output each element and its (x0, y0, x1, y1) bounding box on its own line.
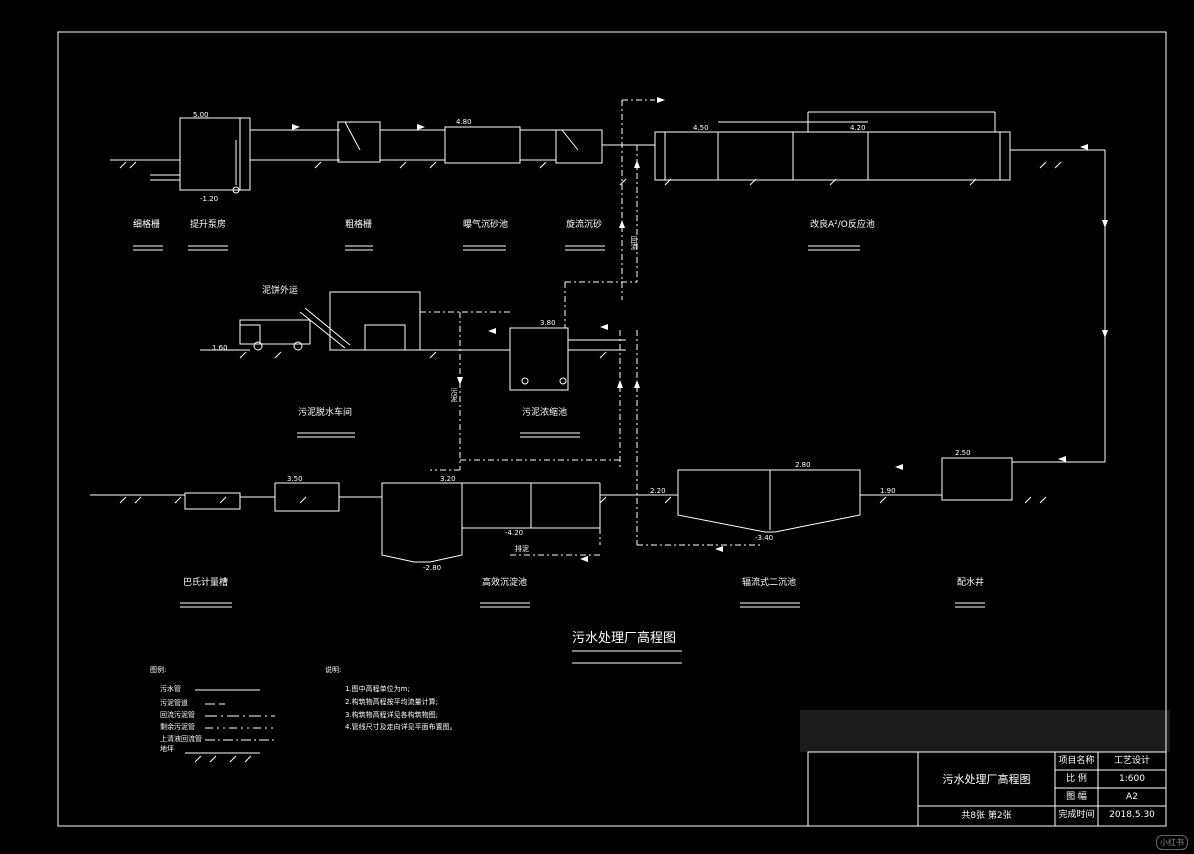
tb-value: 1:600 (1119, 774, 1145, 784)
label-sludge-truck: 泥饼外运 (262, 286, 299, 296)
tb-value: 工艺设计 (1113, 756, 1150, 766)
title-block-sheet: 共8张 第2张 (961, 811, 1012, 821)
elev-mark: -2.80 (423, 564, 442, 572)
label-hi-density: 高效沉淀池 (482, 578, 528, 588)
watermark: 小红书 (1156, 835, 1188, 850)
elev-mark: 4.80 (456, 118, 472, 126)
elev-mark: 1.60 (212, 344, 228, 352)
elev-mark: 3.50 (287, 475, 303, 483)
tb-value: 2018.5.30 (1109, 810, 1155, 820)
note-item: 2.构筑物高程按平均流量计算; (345, 698, 439, 706)
tb-label: 图 幅 (1066, 792, 1087, 802)
label-a2o: 改良A²/O反应池 (810, 220, 875, 230)
elev-mark: 4.20 (850, 124, 866, 132)
label-coarse-screen: 粗格栅 (345, 220, 373, 230)
title-block-shade (800, 710, 1170, 752)
title-block-frame (807, 751, 1167, 827)
elev-mark: 5.00 (193, 111, 209, 119)
note-item: 1.图中高程单位为m; (345, 685, 410, 693)
elev-mark: 2.50 (955, 449, 971, 457)
elev-mark: 2.80 (795, 461, 811, 469)
note-item: 3.构筑物高程详见各构筑物图; (345, 711, 439, 719)
label-return: 回流 (630, 236, 638, 250)
legend-item: 地坪 (160, 745, 174, 753)
legend-heading: 图例: (150, 666, 167, 674)
elev-mark: 3.80 (540, 319, 556, 327)
elev-mark: 3.20 (440, 475, 456, 483)
note-item: 4.管线尺寸及走向详见平面布置图。 (345, 723, 457, 731)
legend-item: 污泥管道 (160, 699, 188, 707)
label-bar-flume: 巴氏计量槽 (183, 578, 229, 588)
notes-heading: 说明: (325, 666, 342, 674)
elev-mark: 1.90 (880, 487, 896, 495)
legend-item: 回流污泥管 (160, 711, 195, 719)
elev-mark: -4.20 (505, 529, 524, 537)
label-aerated-grit: 曝气沉砂池 (463, 220, 509, 230)
label-sludge-thicken: 污泥浓缩池 (522, 408, 568, 418)
legend-item: 剩余污泥管 (160, 723, 195, 731)
label-sludge-dewater: 污泥脱水车间 (298, 408, 353, 418)
label-distribution: 配水井 (957, 578, 985, 588)
legend-item: 污水管 (160, 685, 181, 693)
drawing-border (57, 31, 1167, 827)
label-fine-screen-2: 旋流沉砂 (566, 220, 603, 230)
label-radial-clarifier: 辐流式二沉池 (742, 578, 797, 588)
elev-mark: -1.20 (200, 195, 219, 203)
legend-item: 上清液回流管 (160, 735, 202, 743)
label-sludge: 污泥 (450, 388, 458, 402)
tb-value: A2 (1126, 792, 1138, 802)
tb-label: 项目名称 (1058, 756, 1095, 766)
elev-mark: 2.20 (650, 487, 666, 495)
title-block-name: 污水处理厂高程图 (942, 773, 1031, 786)
tb-label: 比 例 (1066, 774, 1087, 784)
label-sludge-line: 排泥 (515, 545, 529, 553)
label-lift-pump: 提升泵房 (190, 220, 227, 230)
drawing-title: 污水处理厂高程图 (572, 631, 677, 646)
label-fine-screen: 细格栅 (133, 220, 161, 230)
elev-mark: -3.40 (755, 534, 774, 542)
tb-label: 完成时间 (1058, 810, 1095, 820)
elev-mark: 4.50 (693, 124, 709, 132)
